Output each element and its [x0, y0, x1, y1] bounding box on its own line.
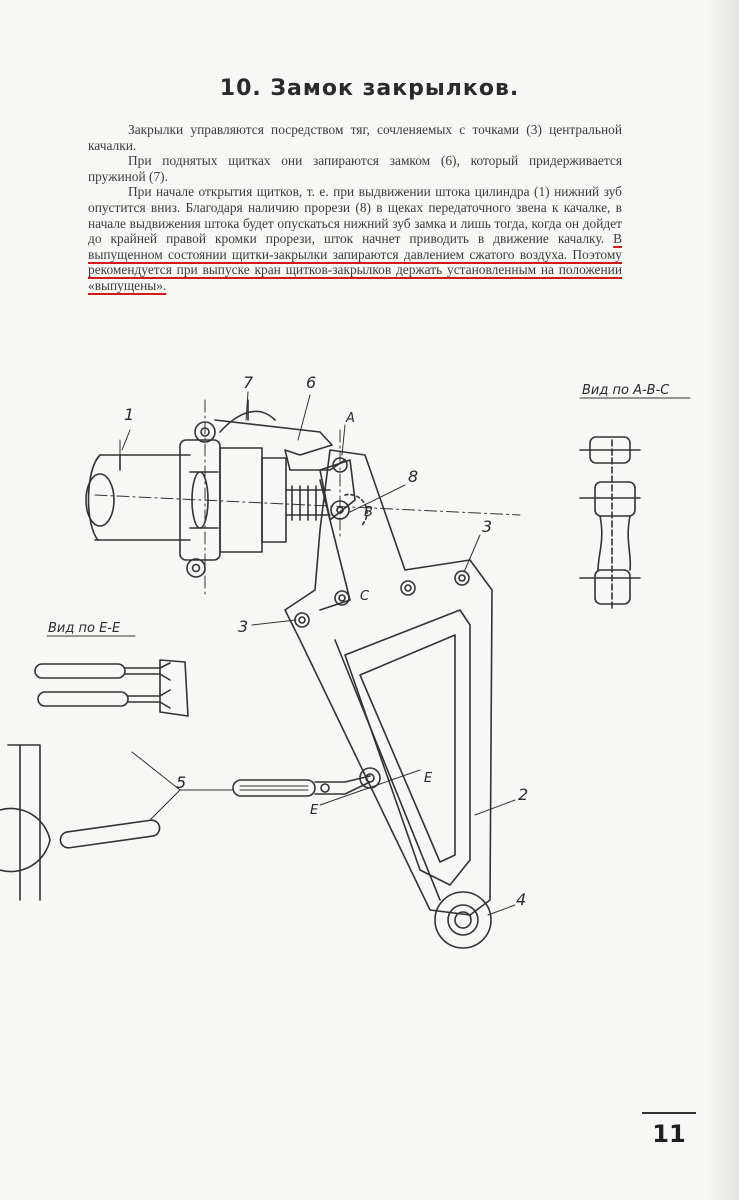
- leader-lines: [46, 391, 691, 916]
- highlighted-sentence: В выпущенном состоянии щитки-закрылки за…: [88, 231, 622, 293]
- label-6: 6: [306, 373, 316, 392]
- page-number-rule: [642, 1112, 696, 1114]
- label-E2: Е: [310, 803, 319, 818]
- view-abc-section: [579, 436, 641, 611]
- view-abc-label: Вид по А-В-С: [582, 383, 670, 398]
- drawing-labels: 1 2 3 3 4 5 6 7 8 А В С Е Е Вид по А-В-С…: [48, 373, 670, 909]
- label-1: 1: [124, 405, 134, 424]
- control-rod: [232, 775, 371, 797]
- view-ee-label: Вид по Е-Е: [48, 621, 121, 636]
- page-number: 11: [652, 1120, 686, 1148]
- rocker-lever: [284, 449, 493, 949]
- label-3b: 3: [238, 617, 248, 636]
- paragraph-3-text: При начале открытия щитков, т. е. при вы…: [88, 184, 622, 247]
- label-8: 8: [408, 467, 418, 486]
- paragraph-2: При поднятых щитках они запираются замко…: [88, 153, 622, 184]
- label-C: С: [360, 589, 370, 604]
- label-5: 5: [176, 773, 186, 792]
- label-7: 7: [243, 373, 254, 392]
- body-text: Закрылки управляются посредством тяг, со…: [88, 122, 622, 294]
- label-4: 4: [516, 890, 526, 909]
- paragraph-3: При начале открытия щитков, т. е. при вы…: [88, 184, 622, 293]
- view-ee-rods: [0, 659, 189, 901]
- lock-and-spring: [214, 399, 346, 471]
- label-2: 2: [518, 785, 528, 804]
- label-E1: Е: [424, 771, 433, 786]
- label-B: В: [364, 505, 373, 520]
- label-3a: 3: [482, 517, 492, 536]
- paragraph-1: Закрылки управляются посредством тяг, со…: [88, 122, 622, 153]
- label-A: А: [345, 411, 355, 426]
- cylinder-part: [85, 421, 331, 578]
- page-edge-shadow: [707, 0, 739, 1200]
- section-title: 10. Замок закрылков.: [219, 76, 520, 101]
